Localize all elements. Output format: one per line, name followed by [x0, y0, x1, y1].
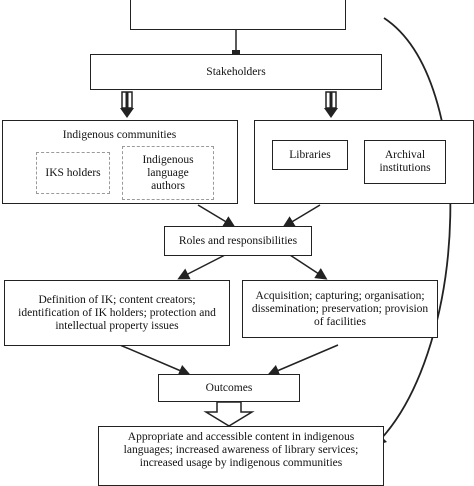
outcomes-result-box: Appropriate and accessible content in in… [98, 426, 384, 486]
outcomes-label: Outcomes [205, 381, 253, 394]
iks-holders-label: IKS holders [45, 166, 101, 179]
community-roles-text: Definition of IK; content creators; iden… [18, 293, 216, 332]
roles-label: Roles and responsibilities [178, 234, 298, 247]
arrow-outcomes-to-result [203, 401, 255, 427]
connector-layer [119, 17, 452, 446]
arrow-institutions-to-roles [282, 204, 321, 228]
arrow-institution-roles-to-outcomes [267, 344, 339, 376]
outcomes-result-text: Appropriate and accessible content in in… [123, 431, 359, 469]
arrow-community-roles-to-outcomes [119, 344, 191, 376]
iks-holders-box: IKS holders [36, 152, 110, 194]
stakeholders-box: Stakeholders [90, 54, 382, 90]
arrow-roles-to-community-roles [177, 254, 226, 280]
arrow-communities-to-roles [197, 204, 236, 228]
libraries-label: Libraries [289, 148, 331, 161]
institution-roles-text: Acquisition; capturing; organisation; di… [251, 289, 429, 328]
community-roles-box: Definition of IK; content creators; iden… [4, 280, 230, 346]
thick-arrow-left [120, 91, 134, 118]
indigenous-communities-title: Indigenous communities [62, 129, 177, 141]
thick-arrow-right [324, 91, 338, 118]
institution-roles-box: Acquisition; capturing; organisation; di… [242, 280, 438, 338]
libraries-box: Libraries [272, 140, 348, 170]
curved-arrow-top-to-result [379, 17, 452, 441]
language-authors-label: Indigenous language authors [142, 153, 194, 192]
stakeholders-label: Stakeholders [206, 65, 266, 78]
top-box [130, 0, 346, 30]
language-authors-box: Indigenous language authors [122, 146, 214, 200]
arrow-roles-to-institution-roles [289, 254, 328, 280]
arrow-head-top [232, 50, 240, 56]
archival-box: Archival institutions [364, 140, 446, 184]
outcomes-box: Outcomes [158, 374, 300, 402]
archival-label: Archival institutions [379, 149, 431, 174]
roles-box: Roles and responsibilities [164, 226, 312, 256]
